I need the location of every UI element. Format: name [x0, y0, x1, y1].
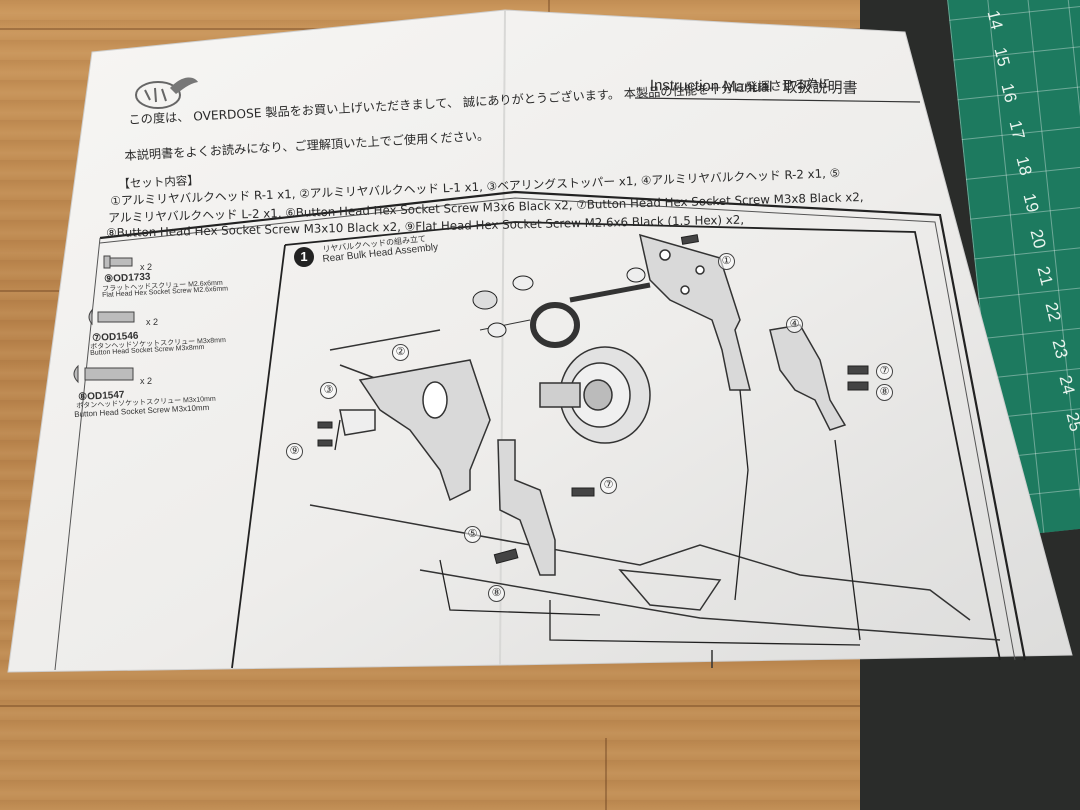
bulkhead-l1 — [339, 359, 491, 502]
callout-1: ① — [718, 253, 735, 270]
assembly-arrows — [334, 389, 861, 646]
callout-7b: ⑦ — [600, 477, 617, 494]
bulkhead-r1 — [638, 233, 751, 391]
callout-2: ② — [392, 344, 409, 361]
callout-3: ③ — [320, 382, 337, 399]
step-number-badge: 1 — [294, 247, 314, 267]
part-qty: x 2 — [146, 317, 159, 327]
plank-seam — [0, 705, 1080, 707]
callout-7: ⑦ — [876, 363, 893, 380]
bulkhead-r2 — [769, 324, 847, 431]
step-frame — [284, 221, 1001, 661]
callout-4: ④ — [786, 316, 803, 333]
callout-5: ⑤ — [464, 526, 481, 543]
bulkhead-l2 — [497, 439, 556, 576]
part-qty: x 2 — [140, 376, 153, 386]
callout-9: ⑨ — [286, 443, 303, 460]
parts-screws — [73, 255, 135, 384]
callout-8: ⑧ — [876, 384, 893, 401]
plank-seam — [605, 738, 607, 810]
header-rule — [634, 97, 921, 103]
overdose-logo — [135, 77, 198, 109]
diff-pulley — [479, 282, 651, 444]
callout-8b: ⑧ — [488, 585, 505, 602]
part-qty: x 2 — [140, 262, 153, 272]
step-screws — [317, 234, 869, 565]
